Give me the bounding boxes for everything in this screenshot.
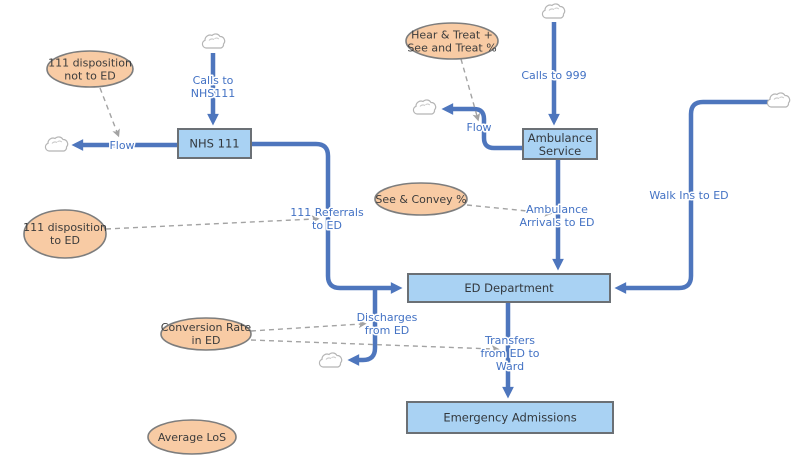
flow-label-ambulance-flow[interactable]: Flow <box>465 120 493 136</box>
flow-label-111-referrals[interactable]: 111 Referrals to ED <box>289 205 366 234</box>
flow-label-discharges-line1: Discharges <box>357 311 418 324</box>
variable-111-disposition-to-ed[interactable]: 111 disposition to ED <box>23 209 107 259</box>
cloud-sink-discharges-icon[interactable] <box>318 352 343 368</box>
variable-111-disposition-to-ed-line2: to ED <box>50 234 80 247</box>
variable-111-disposition-to-ed-line1: 111 disposition <box>23 221 107 234</box>
flow-label-111-referrals-line1: 111 Referrals <box>290 206 364 219</box>
connector-hear-treat-to-flow[interactable] <box>460 58 481 122</box>
flow-pipe-discharges-from-ed[interactable] <box>347 287 378 366</box>
flow-pipe-111-referrals-to-ed[interactable] <box>251 141 403 294</box>
flow-pipe-ambulance-flow-out[interactable] <box>441 103 523 151</box>
cloud-source-calls-999-icon[interactable] <box>541 3 566 19</box>
variable-average-los-label: Average LoS <box>158 431 226 444</box>
variable-111-disposition-not-to-ed[interactable]: 111 disposition not to ED <box>46 50 134 88</box>
variable-hear-treat-see-treat[interactable]: Hear & Treat + See and Treat % <box>405 22 499 60</box>
stock-ed-department-box[interactable] <box>407 273 611 303</box>
stock-ed-department-label: ED Department <box>464 281 554 295</box>
connector-see-convey-to-arrivals[interactable] <box>466 204 553 217</box>
variable-hear-treat-see-treat-line2: See and Treat % <box>407 42 496 55</box>
flow-label-discharges[interactable]: Discharges from ED <box>355 310 419 339</box>
flow-label-discharges-line2: from ED <box>365 324 410 337</box>
flow-label-calls-to-nhs111-line1: Calls to <box>193 74 234 87</box>
connector-conversion-to-discharges[interactable] <box>250 320 367 332</box>
stock-emergency-admissions-box[interactable] <box>406 401 614 434</box>
cloud-source-walk-ins-icon[interactable] <box>766 92 791 108</box>
variable-average-los-shape[interactable] <box>147 419 237 455</box>
stock-emergency-admissions-label: Emergency Admissions <box>443 411 576 425</box>
stock-nhs111-label: NHS 111 <box>189 137 239 151</box>
variable-hear-treat-see-treat-shape[interactable] <box>405 22 499 60</box>
variable-see-convey-label: See & Convey % <box>375 193 466 206</box>
variable-see-convey[interactable]: See & Convey % <box>374 182 468 216</box>
variable-see-convey-shape[interactable] <box>374 182 468 216</box>
variable-average-los[interactable]: Average LoS <box>147 419 237 455</box>
stock-ambulance-service[interactable]: Ambulance Service <box>522 128 598 160</box>
connector-disposition-ed-to-referrals[interactable] <box>105 215 320 230</box>
stock-ambulance-service-box[interactable] <box>522 128 598 160</box>
flow-label-calls-to-nhs111-line2: NHS111 <box>191 87 235 100</box>
stock-ed-department[interactable]: ED Department <box>407 273 611 303</box>
variable-111-disposition-not-to-ed-shape[interactable] <box>46 50 134 88</box>
stock-nhs111[interactable]: NHS 111 <box>177 128 252 159</box>
stock-emergency-admissions[interactable]: Emergency Admissions <box>406 401 614 434</box>
flow-label-calls-to-999[interactable]: Calls to 999 <box>520 68 588 84</box>
flow-label-111-referrals-line2: to ED <box>312 219 342 232</box>
flow-label-ambulance-arrivals[interactable]: Ambulance Arrivals to ED <box>518 202 596 231</box>
flow-label-ambulance-arrivals-line1: Ambulance <box>526 203 588 216</box>
flow-label-transfers[interactable]: Transfers from ED to Ward <box>479 333 541 375</box>
variable-hear-treat-see-treat-line1: Hear & Treat + <box>411 29 493 42</box>
flow-label-transfers-line1: Transfers <box>484 334 535 347</box>
variable-111-disposition-not-to-ed-line2: not to ED <box>64 70 115 83</box>
flow-label-ambulance-arrivals-line2: Arrivals to ED <box>520 216 595 229</box>
connector-disposition-not-ed-to-flow[interactable] <box>99 87 120 138</box>
flow-label-walk-ins[interactable]: Walk Ins to ED <box>648 188 730 204</box>
variable-conversion-rate-line2: in ED <box>192 334 221 347</box>
flow-label-transfers-line3: Ward <box>496 360 524 373</box>
cloud-sink-nhs111-flow-icon[interactable] <box>44 136 69 152</box>
flow-label-nhs111-flow[interactable]: Flow <box>108 138 136 154</box>
stock-ambulance-service-label-line1: Ambulance <box>528 131 593 145</box>
flow-label-transfers-line2: from ED to <box>480 347 539 360</box>
cloud-sink-ambulance-flow-icon[interactable] <box>412 99 437 115</box>
flow-label-calls-to-nhs111[interactable]: Calls to NHS111 <box>189 73 236 102</box>
cloud-source-calls-nhs111-icon[interactable] <box>201 33 226 49</box>
stock-nhs111-box[interactable] <box>177 128 252 159</box>
variable-111-disposition-to-ed-shape[interactable] <box>23 209 107 259</box>
variable-111-disposition-not-to-ed-line1: 111 disposition <box>48 57 132 70</box>
variable-conversion-rate-shape[interactable] <box>160 317 252 351</box>
connector-conversion-to-transfers[interactable] <box>250 339 500 353</box>
variable-conversion-rate-line1: Conversion Rate <box>161 321 252 334</box>
variable-conversion-rate[interactable]: Conversion Rate in ED <box>160 317 252 351</box>
flow-pipe-walk-ins-to-ed[interactable] <box>614 99 768 294</box>
stock-ambulance-service-label-line2: Service <box>539 144 582 158</box>
